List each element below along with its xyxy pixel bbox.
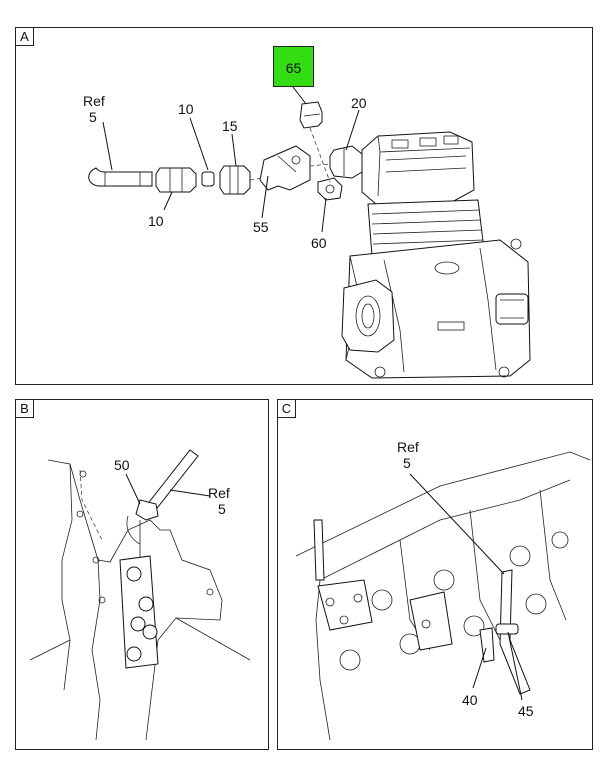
- clamp-45-part: [495, 623, 519, 635]
- callout-ref-5-a-num: 5: [89, 109, 97, 125]
- sleeve-10-part: [201, 171, 215, 187]
- callout-10-bottom[interactable]: 10: [148, 213, 164, 229]
- callout-10-top[interactable]: 10: [178, 101, 194, 117]
- callout-ref-5-c-ref: Ref: [397, 439, 419, 455]
- callout-60[interactable]: 60: [311, 235, 327, 251]
- panel-c: C: [277, 399, 593, 750]
- callout-40[interactable]: 40: [462, 692, 478, 708]
- callout-65-label: 65: [285, 60, 302, 76]
- air-compressor-assembly: [341, 131, 531, 379]
- callout-55[interactable]: 55: [253, 219, 269, 235]
- callout-20[interactable]: 20: [351, 95, 367, 111]
- fitting-15-part: [219, 165, 251, 195]
- nut-10-lower-part: [155, 167, 197, 193]
- callout-45[interactable]: 45: [518, 703, 534, 719]
- callout-ref-5-b-ref: Ref: [208, 485, 230, 501]
- callout-50[interactable]: 50: [114, 457, 130, 473]
- hose-ref5-part: [88, 167, 153, 187]
- panel-a-drawing: Ref 5 10 15 10 55 20 60: [83, 86, 531, 379]
- callout-ref-5-b-num: 5: [218, 501, 226, 517]
- tube-ref5-c-part: [499, 569, 531, 695]
- tee-55-part: [259, 145, 311, 191]
- tube-ref5-b-part: [145, 449, 199, 513]
- bracket-b-part: [119, 555, 159, 669]
- panel-b-tag: B: [16, 400, 34, 418]
- bracket-40-part: [479, 627, 495, 663]
- plate-c-part: [317, 579, 373, 631]
- elbow-60-part: [317, 177, 343, 201]
- callout-ref-5-a-ref: Ref: [83, 93, 105, 109]
- panel-b-drawing: 50 Ref 5: [29, 449, 251, 741]
- clamp-50-part: [135, 499, 159, 521]
- panel-a-tag: A: [16, 28, 34, 46]
- callout-15[interactable]: 15: [222, 118, 238, 134]
- callout-ref-5-c-num: 5: [403, 455, 411, 471]
- fitting-20-part: [329, 145, 363, 179]
- panel-c-drawing: Ref 5 40 45: [295, 439, 591, 741]
- callout-65-highlight[interactable]: 65: [273, 46, 314, 87]
- panel-c-tag: C: [278, 400, 296, 418]
